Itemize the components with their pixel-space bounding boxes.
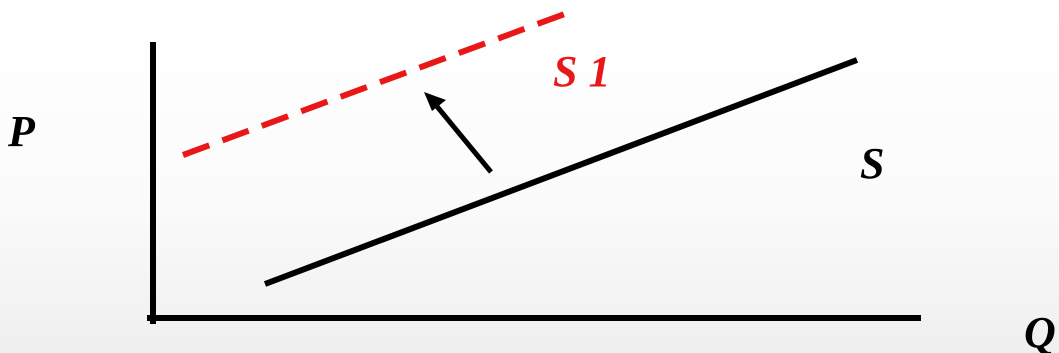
arrow-up-left-icon bbox=[424, 92, 493, 174]
supply-line-s bbox=[263, 57, 859, 287]
y-axis-label: P bbox=[7, 107, 36, 156]
supply-label-s: S bbox=[860, 139, 884, 188]
x-axis-label: Q bbox=[1024, 308, 1056, 353]
supply-line-s1 bbox=[181, 9, 572, 158]
supply-label-s1: S 1 bbox=[553, 47, 610, 96]
